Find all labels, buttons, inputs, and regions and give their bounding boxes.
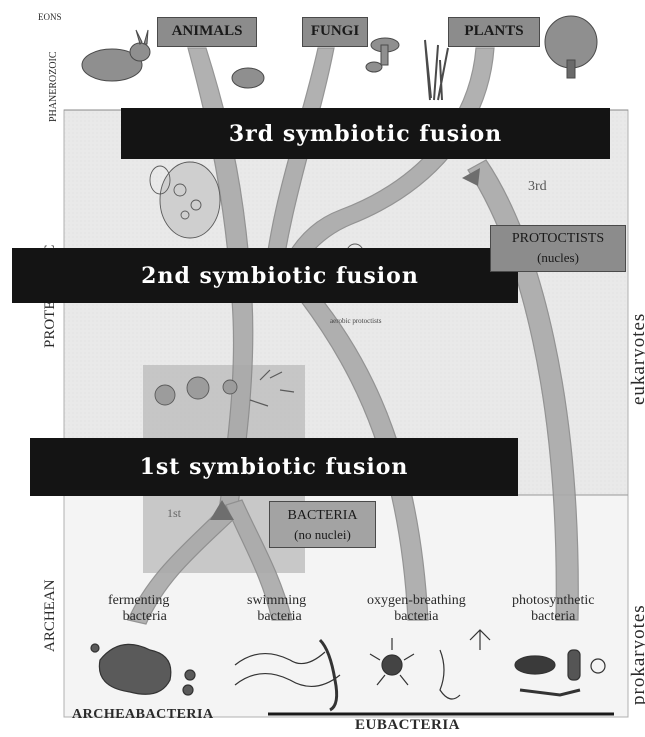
kingdom-plants: PLANTS xyxy=(448,17,540,47)
branch-fermenting xyxy=(127,504,239,625)
photosynthetic-bacteria-icon xyxy=(514,649,606,697)
third-fusion-banner: 3rd symbiotic fusion xyxy=(121,108,610,159)
eon-archean-label: ARCHEAN xyxy=(42,579,58,652)
protoctist-cells xyxy=(149,161,379,407)
eukaryotes-label: eukaryotes xyxy=(628,312,645,405)
rabbit-icon xyxy=(81,48,143,82)
photosynthetic-label: photosynthetic bacteria xyxy=(512,593,595,624)
top-organisms xyxy=(81,15,598,101)
kingdom-fungi: FUNGI xyxy=(302,17,368,47)
branch-oxygen xyxy=(299,291,429,621)
eon-phanerozoic-label: PHANEROZOIC xyxy=(48,51,59,122)
bacteria-title: BACTERIA xyxy=(287,508,358,523)
oxygen-breathing-label: oxygen-breathing bacteria xyxy=(367,593,466,624)
grass-icon xyxy=(424,39,449,101)
archeabacteria-label: ARCHEABACTERIA xyxy=(72,707,214,722)
third-marker-label: 3rd xyxy=(528,179,547,194)
swimming-label: swimming bacteria xyxy=(247,593,307,624)
first-fusion-banner: 1st symbiotic fusion xyxy=(30,438,518,496)
prokaryotes-label: prokaryotes xyxy=(628,604,645,705)
eubacteria-label: EUBACTERIA xyxy=(355,717,461,733)
bacteria-box: BACTERIA (no nuclei) xyxy=(269,501,376,548)
fermenting-label: fermenting bacteria xyxy=(108,593,170,624)
protoctists-box: PROTOCTISTS (nucles) xyxy=(490,225,626,272)
oxygen-bacteria-icon xyxy=(369,629,491,700)
eons-header: EONS xyxy=(38,12,62,22)
first-marker-triangle xyxy=(210,500,234,520)
bacteria-organisms xyxy=(90,629,606,712)
kingdom-animals: ANIMALS xyxy=(157,17,257,47)
proterozoic-tab xyxy=(12,248,42,303)
bacteria-sub: (no nuclei) xyxy=(294,527,351,542)
aerobic-protoctists-label: aerobic protoctists xyxy=(330,317,382,325)
first-marker-label: 1st xyxy=(167,506,182,520)
branch-swimming xyxy=(225,499,293,621)
second-fusion-banner: 2nd symbiotic fusion xyxy=(42,248,518,303)
fermenting-bacteria-icon xyxy=(98,643,172,695)
protoctists-title: PROTOCTISTS xyxy=(511,231,605,246)
swimming-bacteria-icon xyxy=(234,651,341,687)
snail-icon xyxy=(231,67,265,89)
protoctists-sub: (nucles) xyxy=(537,250,579,265)
third-marker-triangle xyxy=(462,168,480,186)
